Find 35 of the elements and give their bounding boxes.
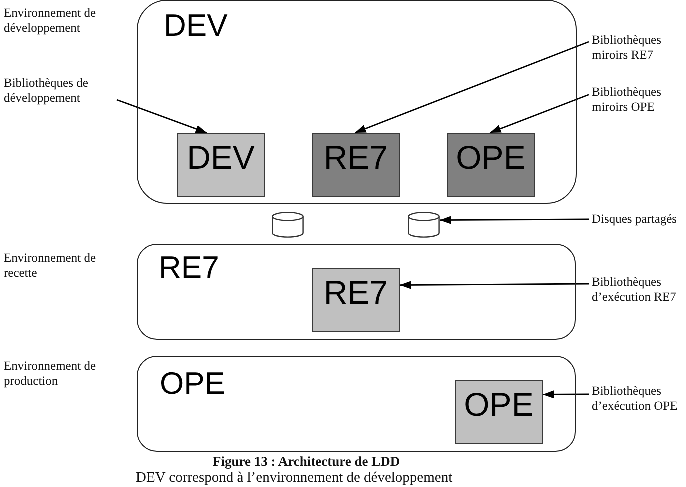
callout-text: Bibliothèques miroirs RE7 [592, 33, 684, 63]
side-label: Environnement de recette [4, 251, 97, 281]
library-label: OPE [464, 388, 534, 421]
callout-text: Bibliothèques miroirs OPE [592, 85, 684, 115]
environment-panel [137, 356, 576, 452]
callout-text: Bibliothèques d’exécution RE7 [592, 275, 684, 305]
environment-title: DEV [164, 10, 228, 41]
library-box [312, 133, 400, 197]
figure-caption: Figure 13 : Architecture de LDD [213, 455, 400, 470]
library-box [455, 380, 543, 444]
leader-arrow [116, 99, 208, 134]
library-box [312, 268, 400, 332]
callout-text: Bibliothèques de développement [4, 76, 114, 106]
leader-arrow [490, 94, 590, 134]
environment-panel [137, 244, 576, 340]
library-label: RE7 [324, 141, 388, 174]
storage-cylinder [408, 212, 440, 238]
callout-text: Disques partagés [592, 212, 684, 227]
side-label: Environnement de développement [4, 6, 97, 36]
environment-title: OPE [160, 368, 226, 399]
callout-text: Bibliothèques d’exécution OPE [592, 384, 684, 414]
library-label: OPE [456, 141, 526, 174]
leader-arrow [354, 41, 590, 134]
library-label: RE7 [324, 276, 388, 309]
library-box [447, 133, 535, 197]
library-box [177, 133, 265, 197]
side-label: Environnement de production [4, 359, 97, 389]
leader-arrow [440, 216, 589, 224]
caption-note: DEV correspond à l’environnement de développement [136, 471, 453, 486]
leader-arrow [543, 390, 589, 399]
environment-title: RE7 [159, 252, 220, 283]
leader-arrow [400, 281, 589, 290]
storage-cylinder [272, 212, 304, 238]
environment-panel [137, 0, 577, 204]
library-label: DEV [187, 141, 255, 174]
